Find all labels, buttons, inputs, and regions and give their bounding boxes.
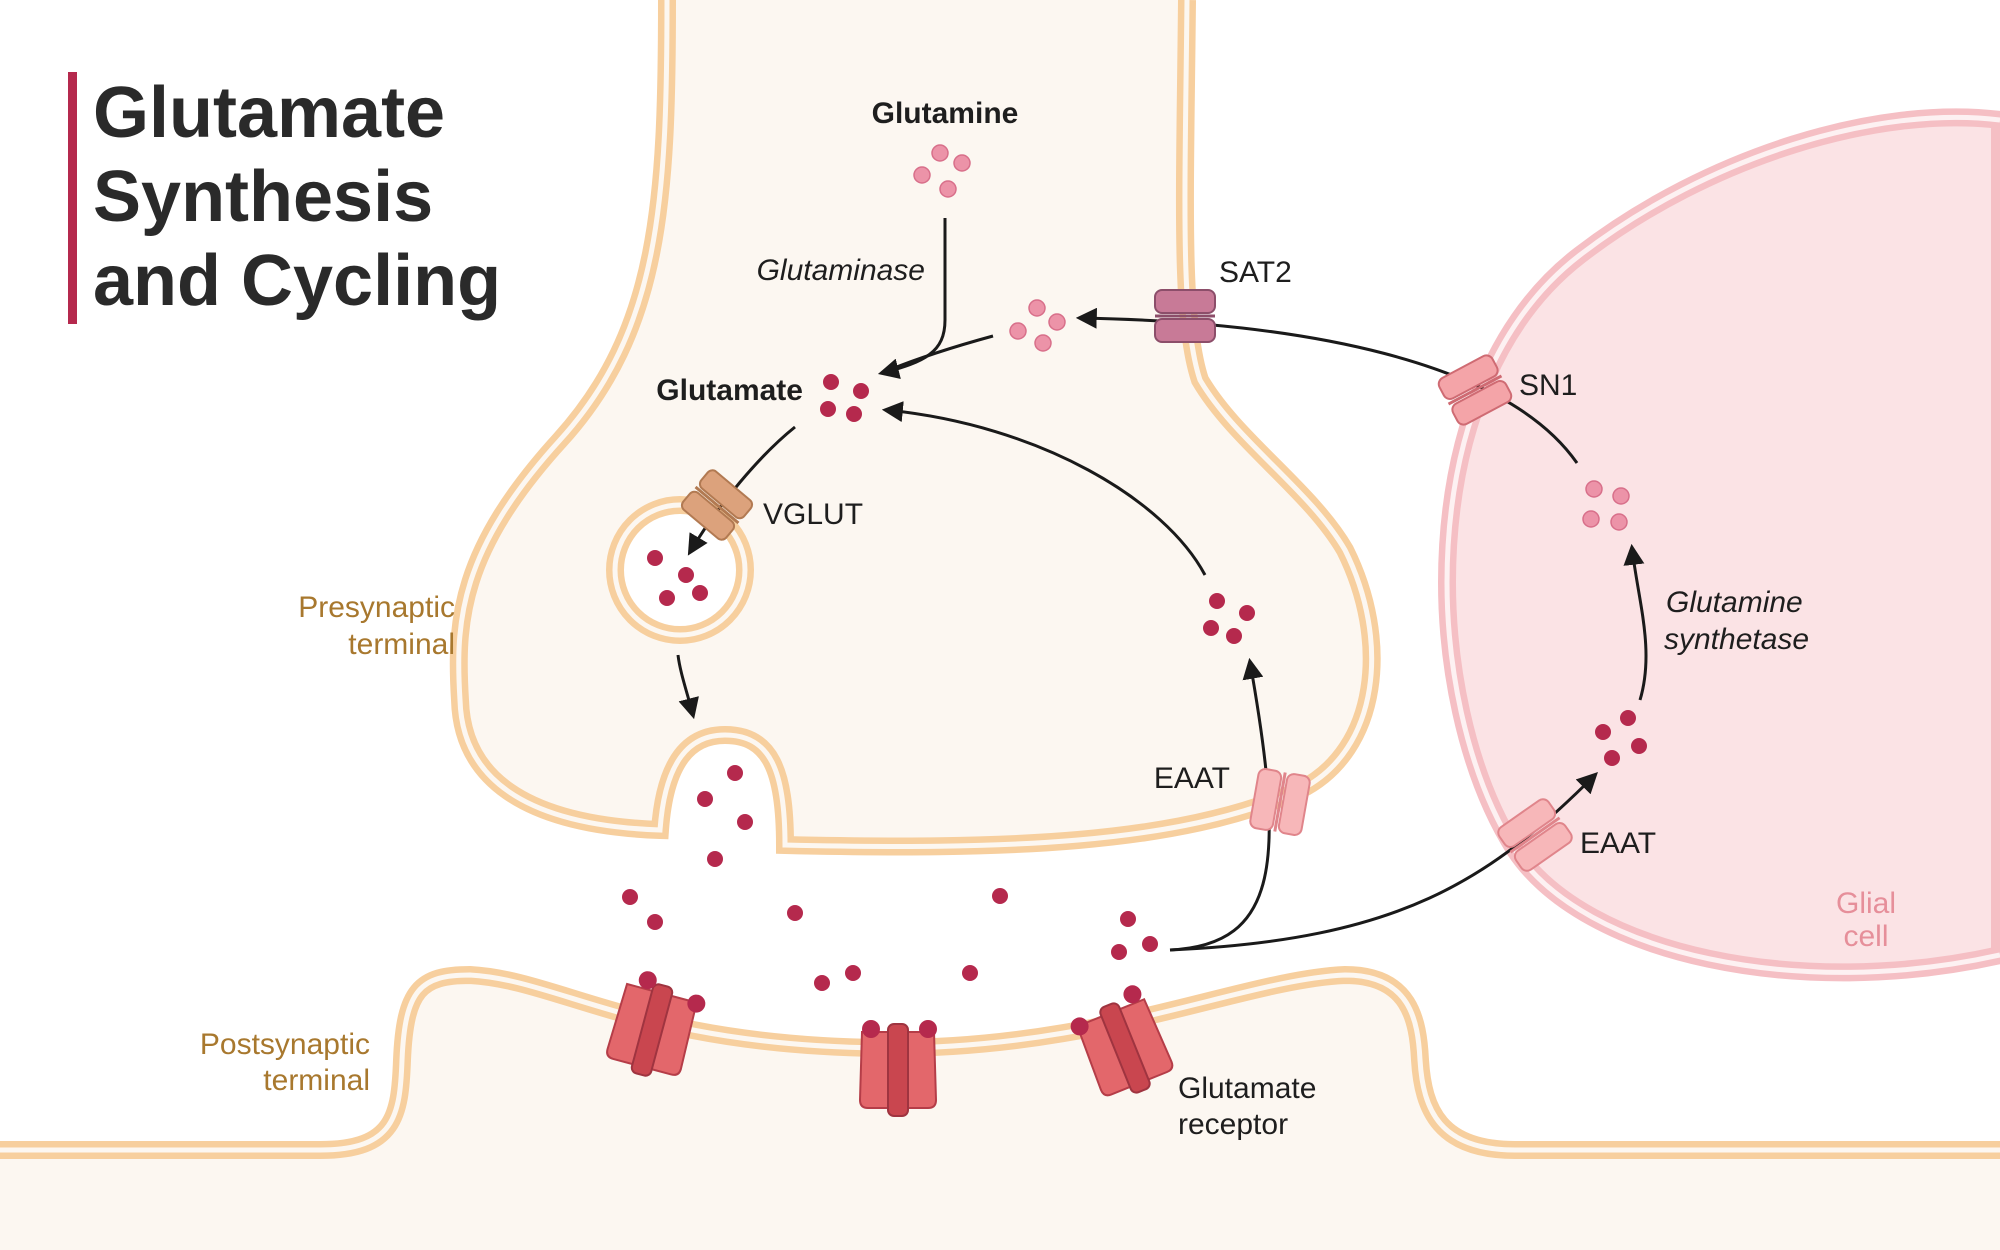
glutamate-receptor-1 — [606, 971, 706, 1077]
glutamate-receptor-label-1: Glutamate — [1178, 1072, 1316, 1105]
reuptake-to-glutamate-arrow — [881, 401, 1207, 576]
title-line-3: and Cycling — [93, 241, 502, 321]
sat2-transporter — [1154, 289, 1216, 343]
pathway-arrows — [676, 218, 1648, 952]
glutamate-label: Glutamate — [656, 374, 803, 407]
glutamine-synthetase-arrow — [1623, 543, 1648, 701]
postsynaptic-label-1: Postsynaptic — [200, 1028, 370, 1061]
glutaminase-label: Glutaminase — [757, 254, 925, 287]
glutamate-cleft-cluster — [1111, 911, 1158, 960]
glutamine-cluster-top — [913, 144, 971, 198]
glutamine-molecules — [913, 144, 1630, 531]
eaat-neuron-label: EAAT — [1154, 762, 1230, 795]
glutamate-receptor-3 — [1070, 985, 1174, 1097]
glutamate-released — [622, 765, 1008, 991]
vesicle-release-arrow — [676, 654, 699, 720]
vglut-label: VGLUT — [763, 498, 863, 531]
glutamine-synthetase-label-1: Glutamine — [1666, 586, 1803, 619]
glutamate-cluster-glia — [1595, 710, 1647, 766]
glial-cell-label-1: Glial — [1836, 887, 1896, 920]
sn1-label: SN1 — [1519, 369, 1577, 402]
glial-cell — [1438, 108, 2000, 982]
vglut-loading-arrow — [687, 425, 796, 556]
sat2-label: SAT2 — [1219, 256, 1292, 289]
sat2-glutamine-merge-arrow — [881, 334, 994, 375]
glutamate-receptor-label-2: receptor — [1178, 1108, 1288, 1141]
sn1-transporter — [1437, 354, 1513, 426]
glutamine-cluster-sat2 — [1009, 299, 1066, 352]
glial-cell-label-2: cell — [1843, 920, 1888, 953]
title-line-1: Glutamate — [93, 73, 446, 153]
glutamate-in-vesicle — [647, 550, 708, 606]
postsynaptic-label-2: terminal — [263, 1064, 370, 1097]
eaat-glia-label: EAAT — [1580, 827, 1656, 860]
glutamine-cluster-glia — [1582, 480, 1630, 531]
eaat-glia-transporter — [1497, 798, 1573, 872]
glutamate-molecules — [622, 374, 1647, 991]
title-accent-bar — [68, 72, 77, 324]
glutamate-cluster-center — [820, 374, 869, 422]
postsynaptic-terminal — [0, 965, 2000, 1250]
glutamate-cluster-reuptake — [1203, 593, 1255, 644]
neuron-eaat-uptake-arrow — [1169, 657, 1271, 952]
glutamine-synthetase-label-2: synthetase — [1664, 623, 1809, 656]
glutaminase-arrow — [877, 218, 947, 380]
glutamate-receptor-2 — [858, 1020, 938, 1117]
glutamine-label: Glutamine — [872, 97, 1019, 130]
presynaptic-label-2: terminal — [348, 628, 455, 661]
vglut-transporter — [680, 469, 754, 541]
title-line-2: Synthesis — [93, 157, 434, 237]
presynaptic-label-1: Presynaptic — [298, 591, 455, 624]
eaat-neuron-transporter — [1249, 768, 1311, 836]
diagram-labels: Glutamine Glutaminase Glutamate VGLUT SA… — [200, 97, 1896, 1141]
